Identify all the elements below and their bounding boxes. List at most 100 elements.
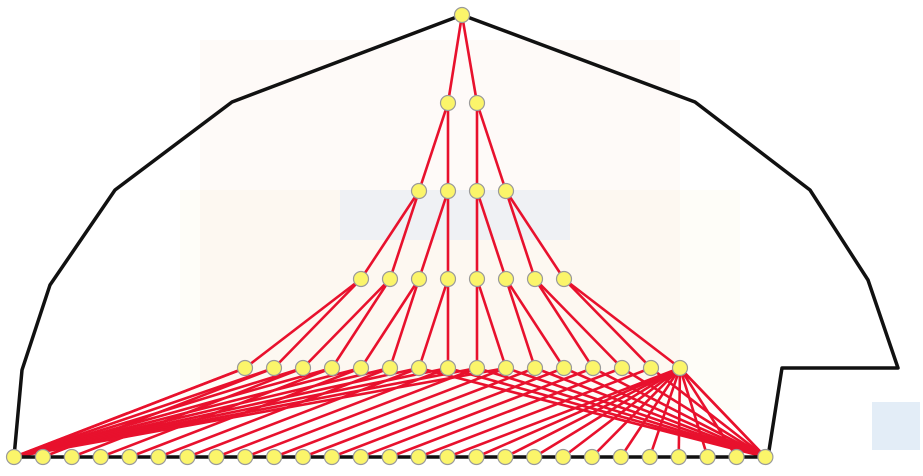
tree-node-level-2 <box>468 182 486 200</box>
tree-edge <box>13 366 507 459</box>
tree-node-level-5 <box>266 448 283 466</box>
tree-node-level-2 <box>497 182 515 200</box>
tree-node-level-3 <box>468 270 486 288</box>
tree-node-level-3 <box>410 270 428 288</box>
tree-node-level-4 <box>526 359 544 377</box>
tree-node-level-3 <box>526 270 544 288</box>
tree-node-level-2 <box>410 182 428 200</box>
tree-node-level-1 <box>439 94 457 112</box>
tree-edge <box>13 366 275 459</box>
tree-node-level-4 <box>642 359 660 377</box>
background-watermark <box>180 40 920 450</box>
tree-node-level-4 <box>236 359 254 377</box>
tree-node-level-4 <box>439 359 457 377</box>
tree-node-level-5 <box>583 448 601 466</box>
tree-edge <box>389 366 623 459</box>
tree-edge <box>418 366 652 459</box>
tree-edge <box>388 190 421 280</box>
tree-edge <box>460 14 479 104</box>
tree-node-level-5 <box>381 448 398 466</box>
tree-node-level-4 <box>671 359 689 377</box>
watermark-corner-tile <box>872 402 920 450</box>
tree-node-level-5 <box>410 448 427 466</box>
tree-node-level-5 <box>208 448 225 466</box>
tree-edge <box>244 366 478 459</box>
tree-edge <box>447 366 681 459</box>
tree-edge <box>650 366 767 459</box>
tree-node-level-5 <box>352 448 369 466</box>
tree-node-level-5 <box>439 448 456 466</box>
tree-node-level-5 <box>670 448 687 466</box>
tree-node-level-5 <box>150 448 167 466</box>
tree-edge <box>679 367 767 458</box>
tree-node-level-5 <box>757 448 774 466</box>
tree-edge <box>215 366 449 459</box>
tree-node-level-5 <box>63 448 80 466</box>
tree-node-level-4 <box>323 359 341 377</box>
tree-node-level-3 <box>352 270 370 288</box>
tree-edge <box>360 366 594 459</box>
tree-node-level-5 <box>468 448 485 466</box>
tree-edge <box>244 277 362 370</box>
tree-node-level-3 <box>439 270 457 288</box>
tree-edge <box>359 190 421 280</box>
tree-edge <box>475 278 508 369</box>
tree-node-level-3 <box>381 270 399 288</box>
tree-node-level-3 <box>555 270 573 288</box>
tree-edge <box>446 14 464 104</box>
tree-node-level-5 <box>554 448 572 466</box>
tree-edge <box>533 278 595 369</box>
tree-node-level-4 <box>265 359 283 377</box>
tree-edge <box>504 278 537 369</box>
tree-node-level-5 <box>237 448 254 466</box>
tree-node-level-0 <box>453 6 471 24</box>
tree-node-level-5 <box>121 448 138 466</box>
tree-node-level-4 <box>555 359 573 377</box>
tree-edge <box>476 366 766 459</box>
tree-edge <box>388 278 421 369</box>
tree-node-level-4 <box>294 359 312 377</box>
tree-node-level-5 <box>728 448 745 466</box>
tree-edge <box>475 102 508 192</box>
tree-edge <box>13 366 246 459</box>
tree-node-level-1 <box>468 94 486 112</box>
tree-edge <box>418 366 766 459</box>
tree-node-level-5 <box>497 448 514 466</box>
tree-edge <box>417 278 450 369</box>
tree-edge <box>505 366 766 459</box>
tree-node-level-5 <box>641 448 658 466</box>
tree-edge <box>359 278 421 369</box>
tree-node-level-4 <box>468 359 486 377</box>
tree-edge <box>302 278 391 369</box>
tree-edge <box>417 102 450 192</box>
boundary-outline <box>12 13 900 459</box>
tree-node-level-5 <box>34 448 52 466</box>
tree-node-level-5 <box>612 448 630 466</box>
tree-node-level-4 <box>497 359 515 377</box>
tree-edge <box>534 366 766 459</box>
tree-edge <box>273 366 507 459</box>
tree-node-level-4 <box>584 359 602 377</box>
tree-node-level-5 <box>5 448 23 466</box>
tree-node-level-4 <box>381 359 399 377</box>
tree-node-level-5 <box>179 448 196 466</box>
tree-edge <box>504 278 566 369</box>
watermark-window <box>340 190 570 240</box>
tree-node-level-4 <box>352 359 370 377</box>
tree-edge <box>475 190 508 280</box>
tree-node-level-2 <box>439 182 457 200</box>
tree-node-level-3 <box>497 270 515 288</box>
tree-edge <box>563 278 652 369</box>
tree-edge <box>534 278 623 369</box>
tree-edge <box>504 190 566 280</box>
tree-node-level-4 <box>410 359 428 377</box>
tree-node-level-4 <box>613 359 631 377</box>
tree-node-level-5 <box>92 448 109 466</box>
tree-node-level-5 <box>526 448 543 466</box>
tree-node-level-5 <box>699 448 716 466</box>
tree-edge <box>592 366 766 459</box>
tree-node-level-5 <box>294 448 312 466</box>
tree-edge <box>447 366 766 459</box>
tree-edges <box>13 14 767 459</box>
